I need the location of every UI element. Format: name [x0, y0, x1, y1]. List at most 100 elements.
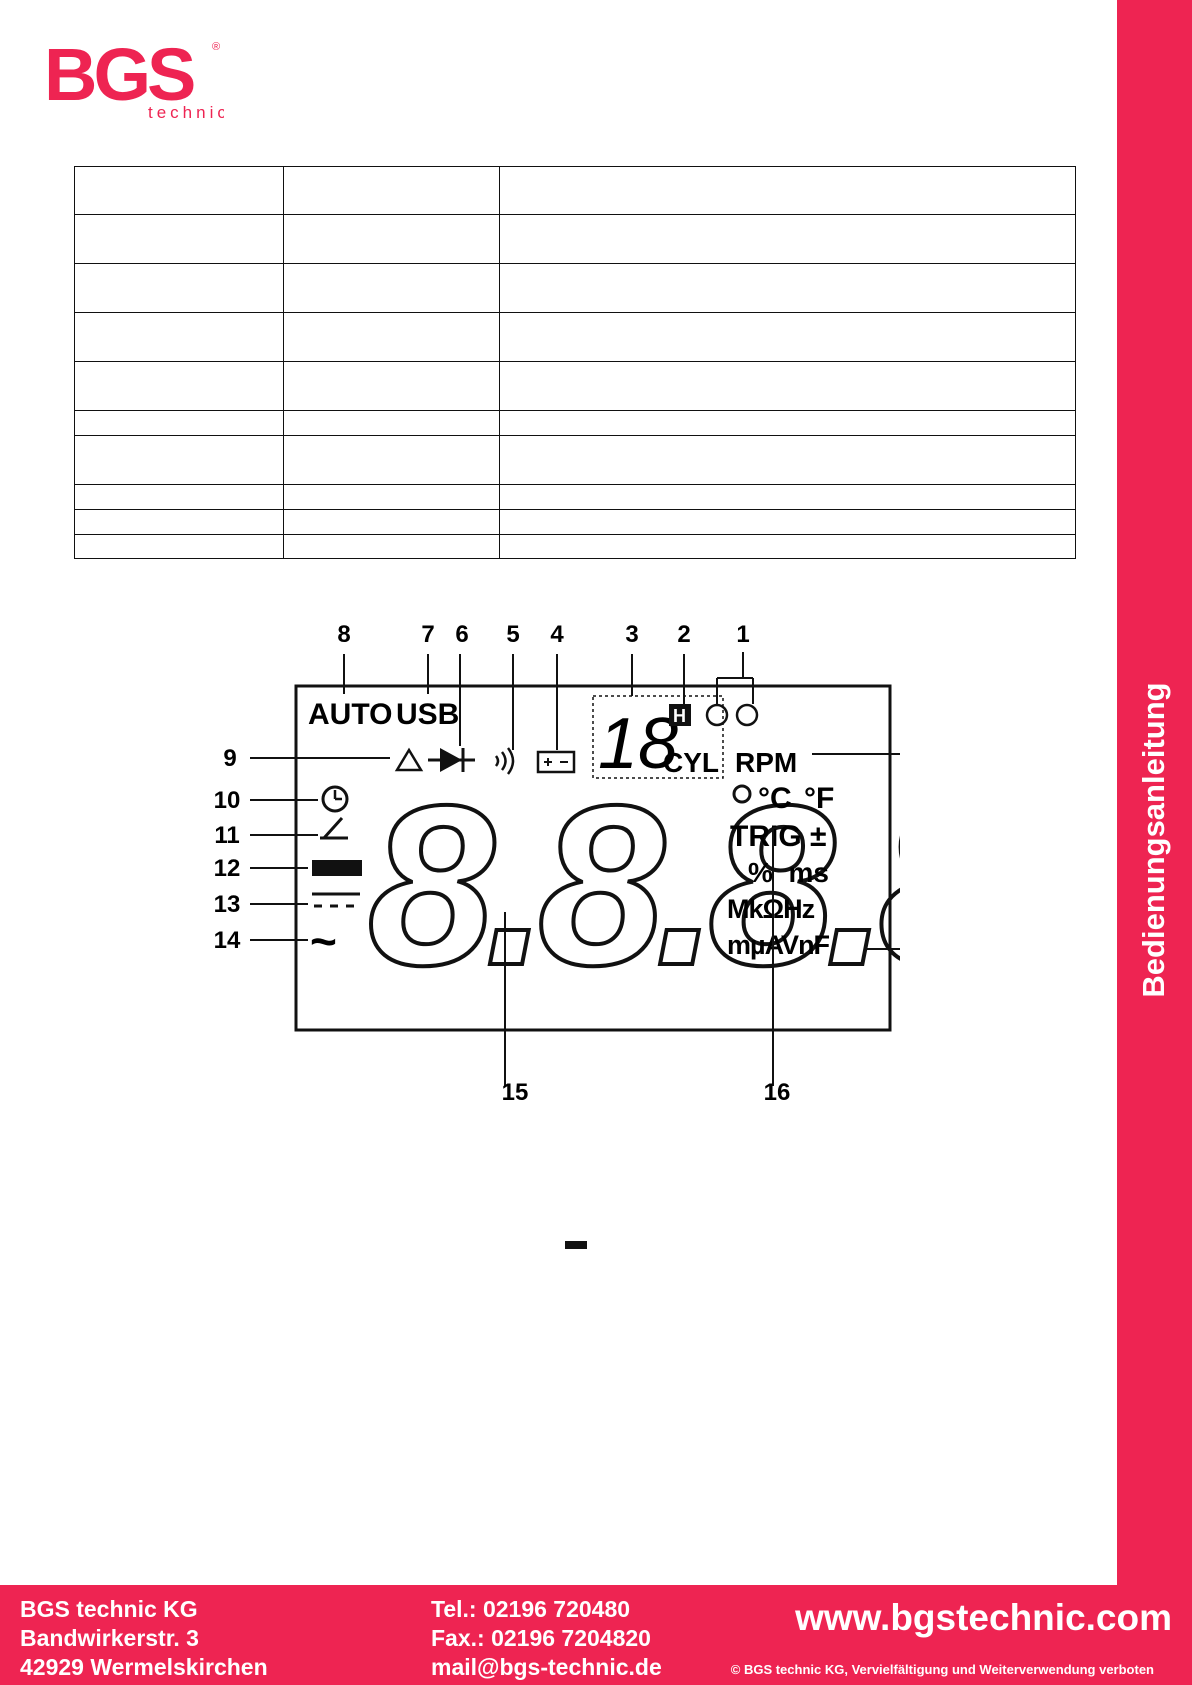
table-row — [74, 263, 1076, 313]
table-row — [74, 410, 1076, 436]
table-cell — [74, 312, 284, 362]
callout-12: 12 — [214, 855, 241, 882]
seg-rpm: RPM — [735, 747, 797, 778]
table-cell — [499, 435, 1076, 485]
logo-subtext: technic — [148, 103, 224, 120]
table-row — [74, 534, 1076, 559]
table-cell — [283, 435, 500, 485]
callout-10: 10 — [214, 787, 241, 814]
callout-3: 3 — [625, 621, 638, 648]
table-cell — [499, 263, 1076, 313]
table-row — [74, 435, 1076, 485]
table-row — [74, 509, 1076, 535]
table-cell — [283, 509, 500, 535]
callout-9: 9 — [223, 745, 236, 772]
table-cell — [74, 214, 284, 264]
callout-7: 7 — [421, 621, 434, 648]
registered-mark: ® — [212, 41, 220, 53]
seg-main-digits: 8.8.8.8 — [368, 759, 900, 1013]
table-cell — [283, 214, 500, 264]
dash-mark — [565, 1241, 587, 1249]
table-cell — [283, 312, 500, 362]
table-cell — [74, 435, 284, 485]
spec-table — [74, 166, 1076, 559]
callout-14: 14 — [214, 927, 241, 954]
seg-plus-minus: ± — [810, 820, 826, 853]
callout-1: 1 — [736, 621, 749, 648]
seg-cyl-digits: 18 — [598, 704, 678, 784]
lcd-display-diagram: AUTO USB 18 H CYL RPM ~ 8.8.8.8 °C — [200, 612, 900, 1112]
table-cell — [283, 534, 500, 559]
table-cell — [499, 410, 1076, 436]
table-cell — [283, 263, 500, 313]
table-cell — [283, 410, 500, 436]
seg-cyl: CYL — [663, 747, 719, 778]
callout-6: 6 — [455, 621, 468, 648]
footer-website[interactable]: www.bgstechnic.com — [795, 1597, 1172, 1638]
table-cell — [74, 410, 284, 436]
footer-company: BGS technic KG — [20, 1596, 198, 1622]
seg-mkohz: MkΩHz — [727, 894, 815, 924]
footer-tel: Tel.: 02196 720480 — [431, 1596, 631, 1622]
ac-icon: ~ — [310, 915, 337, 967]
degree-icon — [732, 784, 752, 804]
side-label: Bedienungsanleitung — [1136, 682, 1171, 998]
table-cell — [74, 534, 284, 559]
table-row — [74, 484, 1076, 510]
callout-5: 5 — [506, 621, 519, 648]
seg-percent-ms: % ms — [748, 857, 829, 888]
seg-muavnf: mµAVnF — [727, 930, 830, 960]
footer-fax: Fax.: 02196 7204820 — [431, 1625, 651, 1651]
table-cell — [74, 484, 284, 510]
table-cell — [499, 361, 1076, 411]
table-cell — [499, 166, 1076, 215]
battery-icon — [536, 750, 576, 774]
callout-2: 2 — [677, 621, 690, 648]
footer-copyright: © BGS technic KG, Vervielfältigung und W… — [730, 1662, 1154, 1677]
table-cell — [283, 484, 500, 510]
table-cell — [499, 484, 1076, 510]
table-cell — [283, 361, 500, 411]
table-cell — [499, 312, 1076, 362]
side-band — [1117, 0, 1192, 1585]
cyl-box — [592, 695, 724, 779]
dwell-icon — [320, 816, 348, 840]
table-row — [74, 166, 1076, 215]
callout-11: 11 — [214, 822, 239, 849]
callout-4: 4 — [550, 621, 564, 648]
table-cell — [499, 509, 1076, 535]
table-cell — [283, 166, 500, 215]
seg-usb: USB — [396, 698, 459, 731]
logo-wordmark: BGS — [44, 38, 194, 116]
stroke-4-icon — [735, 703, 759, 727]
table-cell — [74, 361, 284, 411]
seg-trig: TRIG — [730, 820, 802, 853]
table-row — [74, 214, 1076, 264]
table-cell — [499, 534, 1076, 559]
footer-address: BGS technic KG Bandwirkerstr. 3 42929 We… — [20, 1595, 268, 1682]
footer-mail[interactable]: mail@bgs-technic.de — [431, 1654, 662, 1680]
seg-hold: H — [673, 706, 686, 726]
footer-street: Bandwirkerstr. 3 — [20, 1625, 199, 1651]
seg-deg-c: °C — [758, 782, 792, 815]
footer-contact: Tel.: 02196 720480 Fax.: 02196 7204820 m… — [431, 1595, 662, 1682]
clock-icon — [321, 785, 349, 813]
table-cell — [74, 263, 284, 313]
footer-city: 42929 Wermelskirchen — [20, 1654, 268, 1680]
table-row — [74, 312, 1076, 362]
callout-8: 8 — [337, 621, 350, 648]
brand-logo: BGS ® technic — [44, 38, 224, 120]
callout-15: 15 — [502, 1079, 529, 1106]
table-cell — [74, 166, 284, 215]
footer: BGS technic KG Bandwirkerstr. 3 42929 We… — [0, 1585, 1192, 1685]
seg-deg-f: °F — [804, 782, 834, 815]
continuity-icon — [494, 747, 515, 775]
table-cell — [74, 509, 284, 535]
display-frame — [294, 684, 892, 1032]
callout-13: 13 — [214, 891, 241, 918]
stroke-2-icon — [705, 703, 729, 727]
table-cell — [499, 214, 1076, 264]
seg-auto: AUTO — [308, 698, 392, 731]
hold-icon — [669, 704, 691, 726]
delta-icon — [394, 747, 424, 772]
